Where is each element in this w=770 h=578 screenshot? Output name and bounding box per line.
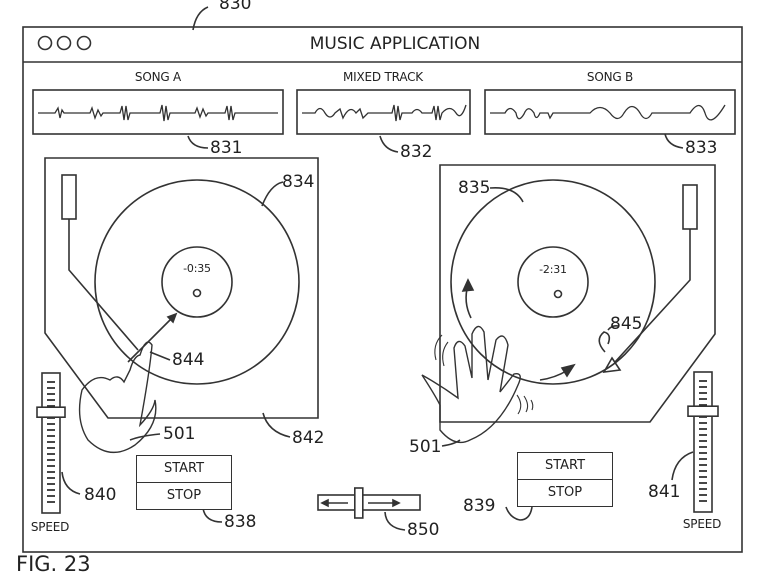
turntable-a[interactable] [44, 157, 319, 419]
record-a[interactable] [94, 179, 300, 385]
record-a-spindle [192, 288, 202, 298]
deck-b-time: -2:31 [539, 263, 567, 276]
deck-b-stop-button[interactable]: STOP [517, 479, 613, 507]
waveform-b-box[interactable] [484, 89, 736, 135]
motion-lines-b-bottom [516, 394, 534, 415]
waveform-a [38, 104, 278, 122]
tone-arm-b-head[interactable] [682, 184, 698, 230]
ref-850: 850 [407, 520, 440, 540]
deck-a-stop-button[interactable]: STOP [136, 482, 232, 510]
crossfader-right-arrowhead [392, 498, 401, 508]
waveform-a-box[interactable] [32, 89, 284, 135]
hand-a [78, 341, 157, 453]
speed-slider-b-ticks [699, 380, 707, 502]
drag-arrowhead-a [166, 312, 178, 324]
leader-850 [384, 511, 406, 531]
rotate-arrowhead-b-right [560, 363, 576, 378]
waveform-b [490, 104, 726, 121]
deck-a-speed-label: SPEED [30, 520, 70, 534]
tone-arm-a-head[interactable] [61, 174, 77, 220]
motion-lines-b-left [434, 334, 449, 367]
record-b-spindle [553, 289, 563, 299]
ref-835: 835 [458, 178, 491, 198]
speed-slider-b-track[interactable] [693, 371, 713, 513]
leader-840 [61, 471, 81, 495]
ref-844: 844 [172, 350, 205, 370]
needle-b [602, 356, 622, 373]
ref-830: 830 [219, 0, 252, 14]
leader-833 [664, 133, 684, 149]
app-window-frame [22, 26, 743, 553]
waveform-b-label: SONG B [586, 70, 634, 84]
waveform-mixed [302, 104, 467, 122]
leader-844 [149, 351, 171, 361]
record-b[interactable] [450, 179, 656, 385]
speed-slider-a-ticks [47, 381, 55, 503]
ref-840: 840 [84, 485, 117, 505]
speed-slider-b-thumb[interactable] [687, 405, 719, 418]
ref-845: 845 [610, 314, 643, 334]
waveform-mixed-box[interactable] [296, 89, 471, 135]
deck-a-time: -0:35 [183, 262, 211, 275]
speed-slider-a-thumb[interactable] [36, 406, 66, 419]
leader-830 [192, 6, 209, 31]
record-b-label [517, 246, 589, 318]
needle-b-marker [598, 331, 611, 353]
leader-835 [489, 186, 524, 203]
turntable-b[interactable] [439, 164, 716, 423]
ref-832: 832 [400, 142, 433, 162]
figure-label: FIG. 23 [16, 552, 91, 576]
ref-839: 839 [463, 496, 496, 516]
ref-501-a: 501 [163, 424, 196, 444]
ref-831: 831 [210, 138, 243, 158]
leader-842 [262, 412, 291, 438]
leader-841 [671, 451, 694, 481]
deck-a-start-button[interactable]: START [136, 455, 232, 483]
ref-501-b: 501 [409, 437, 442, 457]
hand-b [421, 325, 521, 444]
leader-834 [261, 181, 284, 207]
window-control-close[interactable] [37, 35, 53, 51]
drag-arrow-a [127, 317, 173, 363]
speed-slider-a-track[interactable] [41, 372, 61, 514]
ref-842: 842 [292, 428, 325, 448]
leader-501-b [441, 439, 461, 447]
ref-833: 833 [685, 138, 718, 158]
ref-841: 841 [648, 482, 681, 502]
crossfader-track[interactable] [317, 494, 421, 511]
record-a-label [161, 246, 233, 318]
deck-b-start-button[interactable]: START [517, 452, 613, 480]
leader-831 [187, 135, 209, 149]
crossfader-left-arrowhead [320, 498, 329, 508]
leader-845 [607, 325, 619, 331]
ref-834: 834 [282, 172, 315, 192]
window-title: MUSIC APPLICATION [309, 34, 481, 54]
window-control-maximize[interactable] [76, 35, 92, 51]
waveform-mixed-label: MIXED TRACK [343, 70, 423, 84]
leader-832 [379, 135, 399, 153]
tone-arm-a [68, 219, 139, 351]
tone-arm-b [614, 229, 691, 363]
ref-838: 838 [224, 512, 257, 532]
leader-501-a [129, 433, 161, 441]
leader-838 [202, 507, 223, 523]
crossfader-thumb[interactable] [353, 487, 364, 519]
leader-839 [505, 506, 533, 521]
rotate-arrowhead-b-up [461, 278, 475, 292]
window-control-minimize[interactable] [56, 35, 72, 51]
deck-b-speed-label: SPEED [682, 517, 722, 531]
waveform-a-label: SONG A [134, 70, 182, 84]
